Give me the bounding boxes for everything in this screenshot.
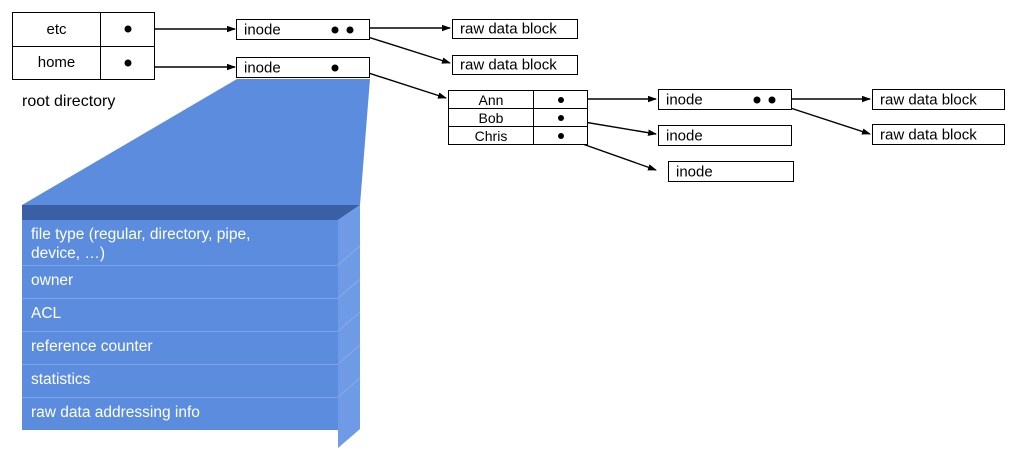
home-dir-entry-name: Chris (449, 127, 534, 144)
raw-data-block-etc-2[interactable]: raw data block (452, 55, 578, 75)
stack-field-reference-counter[interactable]: reference counter (22, 331, 338, 364)
inode-box-home[interactable]: inode (236, 57, 370, 78)
table-row[interactable]: Bob (449, 109, 587, 127)
inode-label: inode (244, 59, 281, 76)
inode-label: inode (676, 163, 713, 180)
table-row[interactable]: Chris (449, 127, 587, 144)
stack-field-owner[interactable]: owner (22, 265, 338, 298)
inode-label: inode (666, 91, 703, 108)
root-directory-caption: root directory (22, 93, 116, 110)
pointer-dot-icon (557, 132, 564, 139)
pointer-dot-icon (124, 25, 131, 33)
stack-top-face-layer (22, 205, 361, 448)
raw-data-block-label: raw data block (880, 126, 977, 143)
root-dir-entry-name: etc (13, 13, 101, 46)
pointer-dot-icon (331, 64, 339, 71)
home-directory-table: Ann Bob Chris (448, 90, 588, 145)
home-dir-entry-name: Ann (449, 91, 534, 108)
pointer-dot-icon (753, 96, 761, 103)
inode-label: inode (666, 127, 703, 144)
home-dir-entry-pointer (534, 127, 587, 144)
inode-box-etc[interactable]: inode (236, 19, 370, 40)
inode-detail-stack: file type (regular, directory, pipe, dev… (0, 196, 400, 464)
stack-field-acl[interactable]: ACL (22, 298, 338, 331)
raw-data-block-etc-1[interactable]: raw data block (452, 19, 578, 39)
pointer-dot-icon (331, 26, 339, 33)
stack-side-dividers (337, 245, 361, 398)
inode-label: inode (244, 21, 281, 38)
root-dir-entry-pointer (101, 47, 154, 80)
pointer-dot-icon (346, 26, 354, 33)
root-dir-entry-pointer (101, 13, 154, 46)
home-dir-entry-pointer (534, 91, 587, 108)
pointer-dot-icon (557, 96, 564, 103)
stack-side-face (338, 205, 360, 448)
pointer-dot-icon (768, 96, 776, 103)
stack-field-raw-data-addressing-info[interactable]: raw data addressing info (22, 397, 338, 430)
raw-data-block-label: raw data block (460, 56, 557, 74)
raw-data-block-ann-1[interactable]: raw data block (872, 89, 1005, 110)
stack-field-file-type[interactable]: file type (regular, directory, pipe, dev… (22, 220, 338, 265)
stack-field-statistics[interactable]: statistics (22, 364, 338, 397)
pointer-dot-icon (557, 114, 564, 121)
home-dir-entry-pointer (534, 109, 587, 126)
stack-top-face (22, 205, 360, 220)
raw-data-block-ann-2[interactable]: raw data block (872, 124, 1005, 145)
home-dir-entry-name: Bob (449, 109, 534, 126)
raw-data-block-label: raw data block (880, 91, 977, 108)
raw-data-block-label: raw data block (460, 20, 557, 38)
pointer-dot-icon (124, 59, 131, 67)
table-row[interactable]: home (13, 46, 154, 80)
table-row[interactable]: Ann (449, 91, 587, 109)
table-row[interactable]: etc (13, 13, 154, 47)
root-dir-entry-name: home (13, 46, 101, 79)
root-directory-table: etc home (12, 12, 155, 80)
inode-box-chris[interactable]: inode (668, 161, 794, 182)
inode-box-ann[interactable]: inode (658, 89, 792, 110)
inode-box-bob[interactable]: inode (658, 125, 792, 146)
